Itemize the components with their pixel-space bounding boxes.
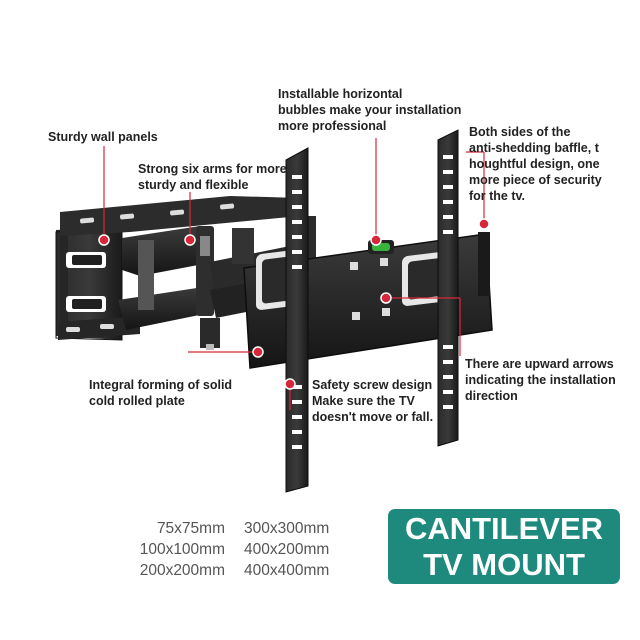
callout-line: Safety screw design [312, 378, 433, 392]
vesa-size: 400x200mm [244, 541, 330, 558]
callout-upward-arrows: There are upward arrows indicating the i… [465, 356, 616, 404]
callout-line: more professional [278, 119, 387, 133]
left-vertical-rail [285, 147, 309, 493]
callout-line: Installable horizontal [278, 87, 403, 101]
callout-line: anti-shedding baffle, t [469, 141, 599, 155]
callout-bubbles: Installable horizontal bubbles make your… [278, 86, 461, 134]
callout-line: direction [465, 389, 518, 403]
vesa-size: 75x75mm [156, 520, 225, 537]
vesa-size: 100x100mm [139, 541, 225, 558]
callout-line: for the tv. [469, 189, 526, 203]
callout-line: bubbles make your installation [278, 103, 462, 117]
vesa-size: 200x200mm [139, 562, 225, 579]
wall-plate [55, 196, 300, 341]
callout-safety-screw: Safety screw design Make sure the TV doe… [312, 377, 433, 425]
callout-line: houghtful design, one [469, 157, 600, 171]
callout-line: doesn't move or fall. [312, 410, 434, 424]
callout-line: Make sure the TV [312, 394, 415, 408]
callout-line: sturdy and flexible [138, 178, 249, 192]
callout-line: Both sides of the [469, 125, 571, 139]
leader-lines [103, 138, 485, 410]
callout-line: Integral forming of solid [89, 378, 233, 392]
badge-line-2: TV MOUNT [423, 547, 585, 582]
vesa-size: 300x300mm [244, 520, 330, 537]
badge-line-1: CANTILEVER [404, 511, 604, 546]
callout-line: Sturdy wall panels [48, 130, 158, 144]
callout-line: cold rolled plate [89, 394, 185, 408]
callout-line: There are upward arrows [465, 357, 614, 371]
right-vertical-rail [437, 129, 459, 447]
callout-line: indicating the installation [465, 373, 616, 387]
callout-line: Strong six arms for more [138, 162, 287, 176]
vesa-sizes-left: 75x75mm 100x100mm 200x200mm [125, 518, 225, 581]
callout-markers [98, 218, 490, 390]
callout-integral-forming: Integral forming of solid cold rolled pl… [89, 377, 232, 409]
anti-shedding-baffle [478, 232, 490, 296]
callout-line: more piece of security [469, 173, 602, 187]
vesa-size: 400x400mm [244, 562, 330, 579]
product-title-badge: CANTILEVER TV MOUNT [388, 509, 620, 584]
callout-wall-panels: Sturdy wall panels [48, 129, 158, 145]
callout-six-arms: Strong six arms for more sturdy and flex… [138, 161, 287, 193]
vesa-sizes-right: 300x300mm 400x200mm 400x400mm [244, 518, 354, 581]
callout-baffle: Both sides of the anti-shedding baffle, … [469, 124, 602, 204]
